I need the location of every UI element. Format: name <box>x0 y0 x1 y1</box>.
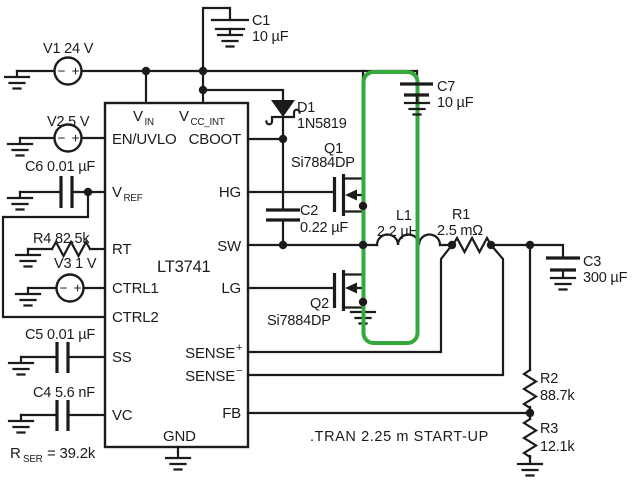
r4-resistor: R4 82.5k <box>14 231 107 268</box>
r4-label: R4 82.5k <box>33 231 90 247</box>
c1-value: 10 µF <box>252 29 289 45</box>
r3-resistor: R3 12.1k <box>516 417 576 477</box>
c4-capacitor: C4 5.6 nF <box>7 385 107 434</box>
v1-label: V1 24 V <box>43 41 94 57</box>
q2-value: Si7884DP <box>267 313 331 329</box>
c7-value: 10 µF <box>437 95 474 111</box>
pin-vcc-int-sub: CC_INT <box>191 117 225 128</box>
v3-label: V3 1 V <box>54 256 97 272</box>
v2-label: V2 5 V <box>47 114 90 130</box>
q2-name: Q2 <box>310 296 329 312</box>
ground-symbol <box>14 286 42 307</box>
c5-label: C5 0.01 µF <box>25 327 95 343</box>
l1-inductor: L1 2.2 µH <box>375 208 442 247</box>
rser-value: = 39.2k <box>47 445 96 462</box>
c2-capacitor: C2 0.22 µF <box>266 203 349 236</box>
d1-schottky-diode: D1 1N5819 <box>265 100 347 132</box>
v1-minus-sign: − <box>58 64 66 79</box>
pin-ctrl2: CTRL2 <box>112 309 159 326</box>
r3-value: 12.1k <box>540 439 575 455</box>
v2-plus-sign: + <box>72 131 80 146</box>
v2-minus-sign: − <box>58 131 66 146</box>
q1-name: Q1 <box>324 141 343 157</box>
c6-label: C6 0.01 µF <box>25 159 95 175</box>
v2-voltage-source: − + V2 5 V <box>6 114 107 157</box>
c3-capacitor: C3 300 µF <box>546 254 628 291</box>
ground-symbol <box>6 136 34 157</box>
ground-symbol <box>516 456 544 477</box>
d1-name: D1 <box>297 100 315 116</box>
r2-name: R2 <box>540 371 558 387</box>
pin-gnd: GND <box>163 428 196 445</box>
ground-symbol <box>7 413 35 434</box>
ground-symbol <box>549 270 577 291</box>
r1-sense-resistor: R1 2.5 mΩ <box>437 207 493 255</box>
pin-vin-sub: IN <box>145 117 155 128</box>
pin-vref: V <box>112 184 122 201</box>
pin-vcc-int: V <box>179 108 189 125</box>
l1-value: 2.2 µH <box>377 224 419 240</box>
q1-value: Si7884DP <box>291 155 355 171</box>
junction-dots <box>83 66 535 418</box>
r3-name: R3 <box>540 421 558 437</box>
pin-ctrl1: CTRL1 <box>112 280 159 297</box>
c1-capacitor: C1 10 µF <box>210 13 289 48</box>
ground-symbol <box>3 69 31 90</box>
pin-en-uvlo: EN/UVLO <box>112 131 176 148</box>
ground-symbol <box>164 450 192 471</box>
pin-rt: RT <box>112 241 131 258</box>
v3-minus-sign: − <box>60 281 68 296</box>
pin-vref-sub: REF <box>124 193 143 204</box>
pin-sense-minus: SENSE <box>185 368 235 385</box>
pin-cboot: CBOOT <box>189 131 241 148</box>
r2-resistor: R2 88.7k <box>521 368 576 410</box>
c7-name: C7 <box>437 79 455 95</box>
r1-name: R1 <box>452 207 470 223</box>
v3-voltage-source: − + V3 1 V <box>14 256 107 307</box>
c5-capacitor: C5 0.01 µF <box>7 327 107 376</box>
pin-fb: FB <box>222 405 241 422</box>
ground-symbol <box>14 247 42 268</box>
q1-mosfet: Q1 Si7884DP <box>291 141 365 216</box>
ground-symbol <box>6 190 34 211</box>
rser-sub: SER <box>23 454 43 465</box>
c2-name: C2 <box>300 203 318 219</box>
d1-value: 1N5819 <box>297 116 347 132</box>
c1-name: C1 <box>252 13 270 29</box>
pin-lg: LG <box>221 280 241 297</box>
c4-label: C4 5.6 nF <box>33 385 95 401</box>
c7-capacitor: C7 10 µF <box>400 79 474 116</box>
ic-part-number: LT3741 <box>157 258 211 276</box>
pin-sw: SW <box>217 238 242 255</box>
pin-sense-plus: SENSE <box>185 345 235 362</box>
v1-voltage-source: − + V1 24 V <box>3 41 94 90</box>
pin-hg: HG <box>219 184 241 201</box>
annotations: .TRAN 2.25 m START-UP R SER = 39.2k <box>10 429 489 465</box>
l1-name: L1 <box>396 208 412 224</box>
rser-prefix: R <box>10 445 21 462</box>
r1-value: 2.5 mΩ <box>437 223 483 239</box>
ground-symbol <box>216 27 244 48</box>
pin-sense-plus-sup: + <box>236 342 242 354</box>
ground-symbol <box>7 355 35 376</box>
pin-vc: VC <box>112 407 133 424</box>
v3-plus-sign: + <box>74 281 82 296</box>
c3-name: C3 <box>583 254 601 270</box>
v1-plus-sign: + <box>72 64 80 79</box>
ic-pin-labels: V IN V CC_INT EN/UVLO V REF RT CTRL1 CTR… <box>112 108 242 445</box>
pin-sense-minus-sup: − <box>236 365 242 377</box>
c6-capacitor: C6 0.01 µF <box>6 159 107 211</box>
q2-mosfet: Q2 Si7884DP <box>267 270 377 329</box>
tran-directive-text: .TRAN 2.25 m START-UP <box>310 429 489 445</box>
r2-value: 88.7k <box>540 388 575 404</box>
c2-value: 0.22 µF <box>300 220 348 236</box>
pin-ss: SS <box>112 349 132 366</box>
ic-body <box>103 101 250 449</box>
pin-vin: V <box>133 108 143 125</box>
c3-value: 300 µF <box>583 270 628 286</box>
